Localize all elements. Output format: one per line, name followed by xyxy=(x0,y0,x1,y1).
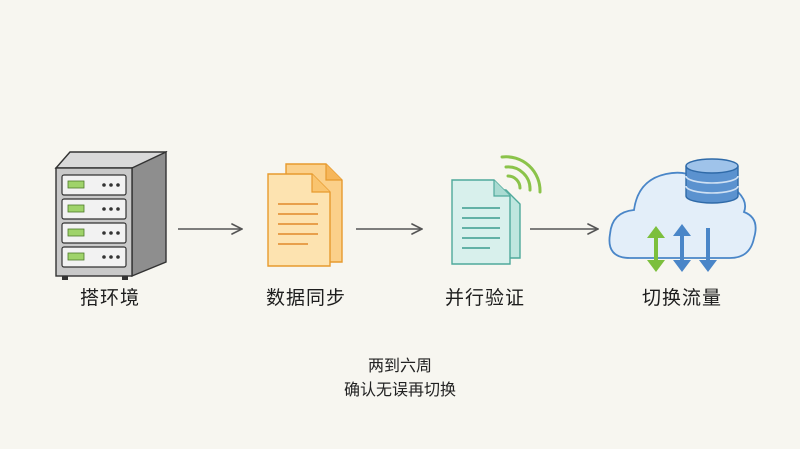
server-unit xyxy=(61,246,127,268)
document-signal-icon xyxy=(451,155,542,265)
down-arrow-icon xyxy=(699,228,717,272)
step-label-sync: 数据同步 xyxy=(265,287,346,309)
step-label-switch: 切换流量 xyxy=(641,287,722,309)
note-line-confirm: 确认无误再切换 xyxy=(343,380,456,399)
signal-icon xyxy=(500,155,542,194)
server-rack-icon xyxy=(54,150,168,280)
up-down-arrow-icon xyxy=(673,224,691,272)
server-unit xyxy=(61,174,127,196)
cloud-database-icon xyxy=(608,158,757,272)
step-label-build: 搭环境 xyxy=(79,287,140,309)
database-icon xyxy=(685,158,739,204)
note-line-duration: 两到六周 xyxy=(367,356,432,375)
documents-icon xyxy=(267,163,343,267)
step-label-verify: 并行验证 xyxy=(444,287,525,309)
up-down-arrow-icon xyxy=(647,226,665,272)
server-unit xyxy=(61,198,127,220)
server-unit xyxy=(61,222,127,244)
